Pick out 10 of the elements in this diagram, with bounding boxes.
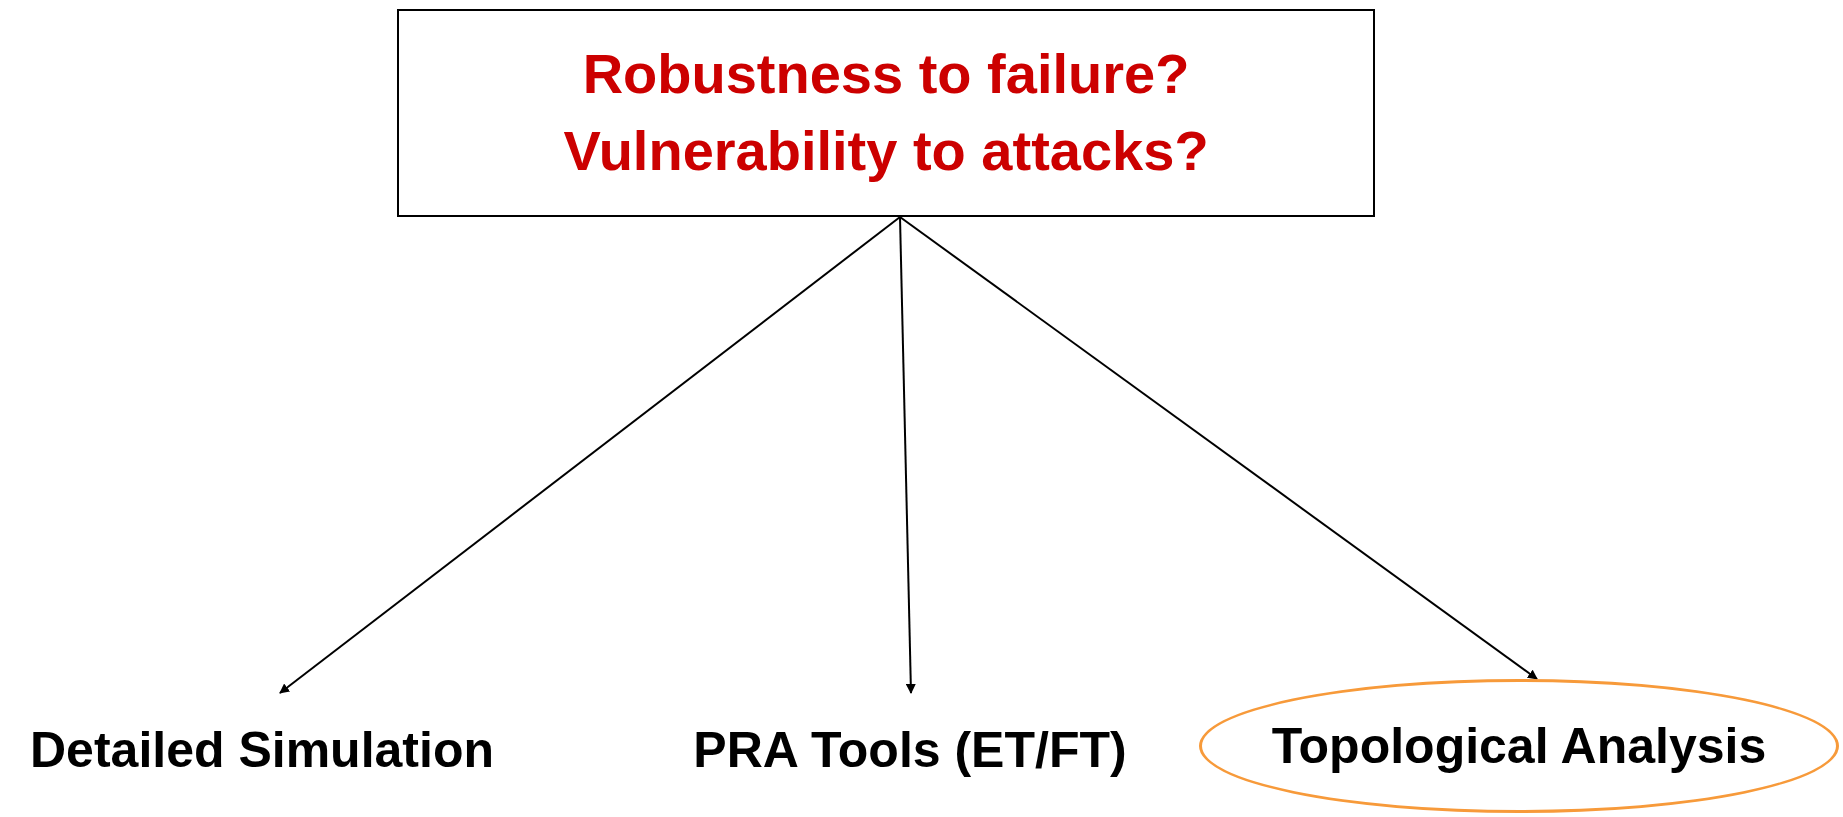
question-text: Robustness to failure? xyxy=(582,41,1190,108)
arrow xyxy=(279,216,901,694)
arrow xyxy=(899,216,916,694)
method-label: Detailed Simulation xyxy=(30,720,494,780)
method-label: PRA Tools (ET/FT) xyxy=(693,720,1127,780)
arrow xyxy=(899,216,1538,680)
highlight-ellipse xyxy=(1199,679,1839,813)
method-label: Topological Analysis xyxy=(1271,716,1767,776)
question-text: Vulnerability to attacks? xyxy=(563,118,1209,184)
question-box xyxy=(397,9,1375,217)
